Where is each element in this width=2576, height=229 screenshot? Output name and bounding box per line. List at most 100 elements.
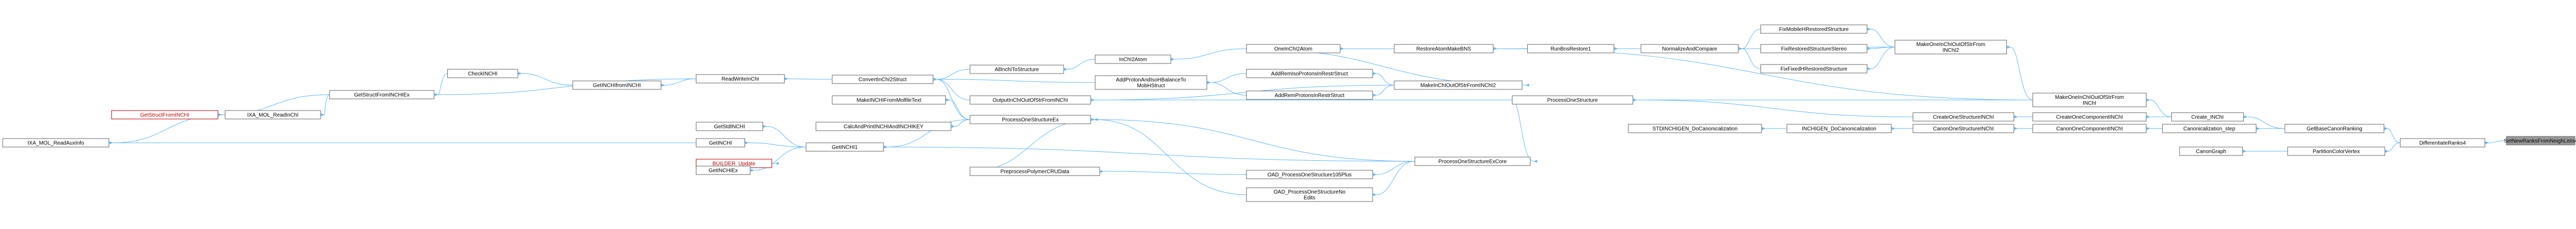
node-label: FixMobileHRestoredStructure bbox=[1779, 27, 1849, 33]
node-checkInchi[interactable]: CheckINCHI bbox=[447, 69, 518, 78]
edge-diffRank-to-getBaseCanon bbox=[2384, 127, 2401, 143]
node-partColor[interactable]: PartitionColorVertex bbox=[2287, 146, 2385, 156]
edge-makeInchiOut-to-addRemIso bbox=[1373, 72, 1394, 86]
node-processOneStruct[interactable]: ProcessOneStructure bbox=[1511, 95, 1633, 105]
edge-processOneStructExCore-to-getInchi1 bbox=[883, 145, 1415, 162]
node-processOneStructExCore[interactable]: ProcessOneStructureExCore bbox=[1414, 157, 1530, 166]
node-box bbox=[1246, 170, 1373, 179]
node-diffRank[interactable]: DifferentiateRanks4 bbox=[2400, 138, 2485, 148]
node-canonOneComp[interactable]: CanonOneComponentINChI bbox=[2032, 124, 2147, 133]
node-oneInChI2Atom[interactable]: OneInChI2Atom bbox=[1246, 44, 1341, 53]
node-getBaseCanon[interactable]: GetBaseCanonRanking bbox=[2285, 124, 2385, 133]
node-label: ConvertInChI2Struct bbox=[858, 77, 907, 83]
node-label: FixRestoredStructureStereo bbox=[1781, 47, 1847, 52]
node-normalizeCmp[interactable]: NormalizeAndCompare bbox=[1641, 44, 1739, 53]
node-label: GetStdINCHI bbox=[714, 124, 745, 130]
node-label: OAD_ProcessOneStructure105Plus bbox=[1268, 172, 1352, 178]
node-box bbox=[969, 65, 1064, 74]
edge-readWrite-to-getInchiFromInchi bbox=[661, 78, 696, 87]
node-label: MobHStruct bbox=[1137, 83, 1165, 89]
node-inchigen[interactable]: INCHIGEN_DoCanonicalization bbox=[1786, 124, 1892, 133]
node-box bbox=[831, 95, 946, 105]
node-runBns[interactable]: RunBnsRestore1 bbox=[1527, 44, 1615, 53]
node-createOneStruct[interactable]: CreateOneStructureINChI bbox=[1913, 112, 2014, 122]
node-createOneComp[interactable]: CreateOneComponentINChI bbox=[2032, 112, 2147, 122]
node-fixFixed[interactable]: FixFixedHRestoredStructure bbox=[1760, 64, 1867, 74]
node-box bbox=[1394, 80, 1522, 90]
node-makeInchiFromMolfile[interactable]: MakeINCHIFromMolfileText bbox=[831, 95, 946, 105]
node-allInchi[interactable]: AllInchiToStructure bbox=[969, 65, 1064, 74]
node-restoreAtom[interactable]: RestoreAtomMakeBNS bbox=[1394, 44, 1494, 53]
node-box bbox=[1095, 54, 1171, 64]
node-fixMobile[interactable]: FixMobileHRestoredStructure bbox=[1760, 24, 1867, 34]
node-box bbox=[1246, 69, 1373, 78]
node-box bbox=[1760, 24, 1867, 34]
node-addRemIso[interactable]: AddRemIsoProtonsInRestrStruct bbox=[1246, 69, 1373, 78]
node-ixaReadAux[interactable]: IXA_MOL_ReadAuxInfo bbox=[2, 138, 110, 148]
node-getStdInchi[interactable]: GetStdINCHI bbox=[696, 122, 763, 131]
node-box bbox=[969, 167, 1100, 176]
node-label: ProcessOneStructureExCore bbox=[1438, 159, 1507, 165]
node-getInchiFromInchi[interactable]: GetINCHIfromINCHI bbox=[572, 80, 661, 90]
node-getInchiEx[interactable]: GetINCHIEx bbox=[696, 166, 751, 175]
node-label: CanonGraph bbox=[2196, 149, 2226, 155]
edge-getInchi1-to-getInchi bbox=[745, 141, 807, 148]
node-createInchi[interactable]: Create_INChI bbox=[2171, 112, 2244, 122]
node-box bbox=[1641, 44, 1739, 53]
node-box bbox=[1246, 44, 1341, 53]
edge-fixMobile-to-normalizeCmp bbox=[1738, 29, 1761, 50]
node-outputInchiOut[interactable]: OutputInChIOutOfStrFromINChI bbox=[969, 95, 1091, 105]
node-oad105[interactable]: OAD_ProcessOneStructure105Plus bbox=[1246, 170, 1373, 179]
node-canonStep[interactable]: Canonicalization_step bbox=[2162, 124, 2256, 133]
edge-processOneStructExCore-to-oad105 bbox=[1373, 161, 1415, 176]
node-label: AddRemIsoProtonsInRestrStruct bbox=[1271, 71, 1348, 77]
node-calcAndPrint[interactable]: CalcAndPrintINCHIAndINCHIKEY bbox=[816, 122, 952, 131]
node-box bbox=[1760, 44, 1867, 53]
node-getInchi1[interactable]: GetINCHI1 bbox=[805, 142, 884, 152]
node-box bbox=[696, 122, 763, 131]
node-label: MakeINCHIFromMolfileText bbox=[856, 98, 921, 104]
node-box bbox=[2285, 124, 2385, 133]
node-label: PartitionColorVertex bbox=[2313, 149, 2360, 155]
node-label: INChI bbox=[2083, 100, 2096, 106]
node-getStructFromInchi[interactable]: GetStructFromINCHI bbox=[111, 110, 218, 120]
node-fixRestoredStructStereo[interactable]: FixRestoredStructureStereo bbox=[1760, 44, 1867, 53]
node-stdinchigen[interactable]: STDINCHIGEN_DoCanonicalization bbox=[1628, 124, 1762, 133]
edge-preprocessPoly-to-processOneStructEx bbox=[970, 118, 1098, 172]
edge-processOneStructExCore-to-processOneStructEx bbox=[1091, 118, 1415, 162]
node-label: IXA_MOL_ReadAuxInfo bbox=[28, 141, 84, 146]
node-processOneStructEx[interactable]: ProcessOneStructureEx bbox=[969, 115, 1091, 124]
node-box bbox=[805, 142, 884, 152]
node-root[interactable]: SetNewRanksFromNeighLists4 bbox=[2504, 136, 2576, 145]
node-label: OAD_ProcessOneStructureNo bbox=[1273, 189, 1345, 195]
node-label: GetINCHI bbox=[709, 141, 732, 146]
node-readWrite[interactable]: ReadWriteInChI bbox=[696, 74, 785, 84]
node-layer: SetNewRanksFromNeighLists4 DifferentiateR… bbox=[2, 24, 2576, 202]
node-ixaReadInChI[interactable]: IXA_MOL_ReadInChI bbox=[225, 110, 321, 120]
node-label: Create_INChI bbox=[2191, 115, 2224, 121]
node-box bbox=[2, 138, 110, 148]
node-box bbox=[969, 95, 1091, 105]
node-convertInchi[interactable]: ConvertInChI2Struct bbox=[831, 75, 934, 84]
node-box bbox=[329, 90, 435, 99]
node-inchi2Atom[interactable]: InChI2Atom bbox=[1095, 54, 1171, 64]
node-box bbox=[696, 74, 785, 84]
node-makeInchiOut[interactable]: MakeInChIOutOfStrFromINChI2 bbox=[1394, 80, 1522, 90]
node-label: InChI2Atom bbox=[1119, 57, 1147, 63]
node-addRemProt[interactable]: AddRemProtonsInRestrStruct bbox=[1246, 90, 1373, 100]
node-getStructFromInchiEx[interactable]: GetStructFromINCHIEx bbox=[329, 90, 435, 99]
node-canonOneStruct[interactable]: CanonOneStructureINChI bbox=[1913, 124, 2014, 133]
node-label: AllInchiToStructure bbox=[995, 67, 1039, 73]
node-preprocessPoly[interactable]: PreprocessPolymerCRUData bbox=[969, 167, 1100, 176]
node-canonGraph[interactable]: CanonGraph bbox=[2179, 146, 2243, 156]
node-label: RestoreAtomMakeBNS bbox=[1417, 47, 1472, 52]
node-label: AddProtonAndIsoHBalanceTo bbox=[1116, 77, 1187, 83]
edge-addRemProt-to-addProtons bbox=[1207, 81, 1247, 96]
node-box bbox=[2032, 124, 2147, 133]
node-getInchi[interactable]: GetINCHI bbox=[696, 138, 745, 148]
